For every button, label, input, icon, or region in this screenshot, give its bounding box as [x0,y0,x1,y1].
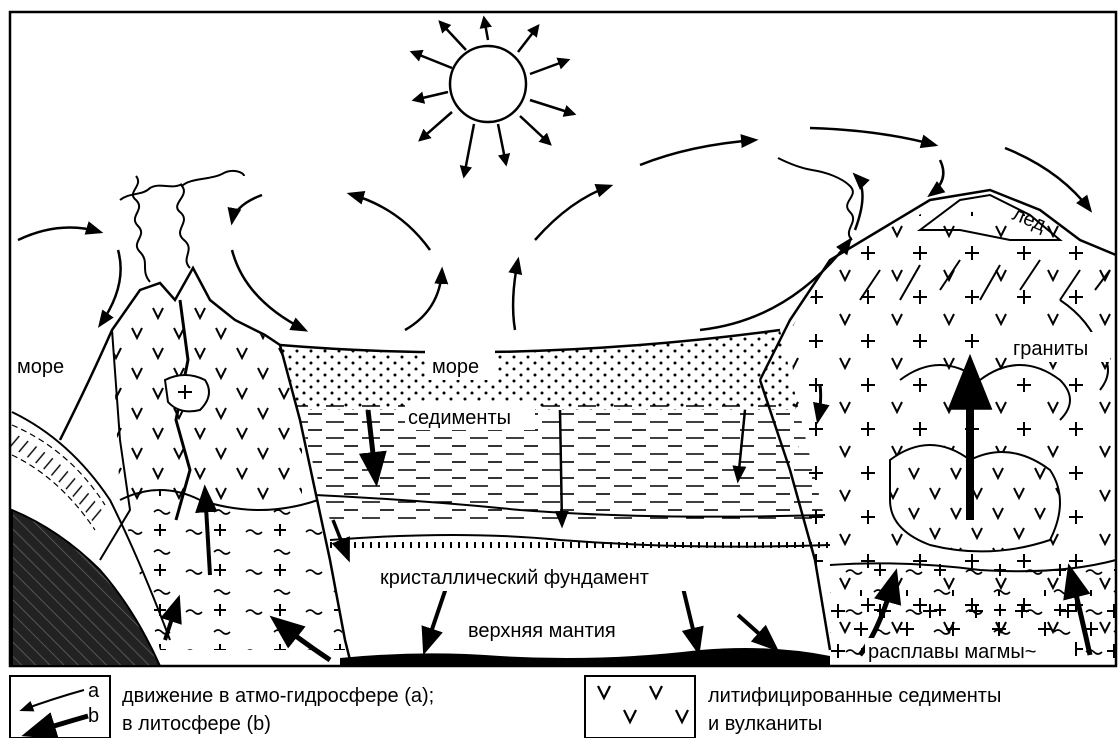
label-sea-center: море [432,356,479,378]
legend-motion-line1: движение в атмо-гидросфере (a); [122,685,434,707]
legend-arrow-b [28,716,88,734]
legend: a b движение в атмо-гидросфере (a); в ли… [10,676,1001,738]
legend-arrow-a [22,690,84,710]
legend-motion-line2: в литосфере (b) [122,713,271,735]
label-magma-melts: расплавы магмы~ [868,641,1036,663]
legend-rocks-box [585,676,695,738]
label-crystalline-basement: кристаллический фундамент [380,567,649,589]
mantle-strip [340,648,830,666]
label-granites: граниты [1013,338,1088,360]
sun-icon [412,18,574,176]
right-volcano-smoke [778,158,853,240]
legend-rocks-line1: литифицированные седименты [708,685,1001,707]
volcano-smoke [120,171,244,282]
legend-rocks-line2: и вулканиты [708,713,822,735]
label-upper-mantle: верхняя мантия [468,620,616,642]
legend-label-a: a [88,680,100,702]
label-sea-left: море [17,356,64,378]
label-sediments: седименты [408,407,511,429]
legend-label-b: b [88,705,99,727]
legend-v-symbol [598,686,688,722]
